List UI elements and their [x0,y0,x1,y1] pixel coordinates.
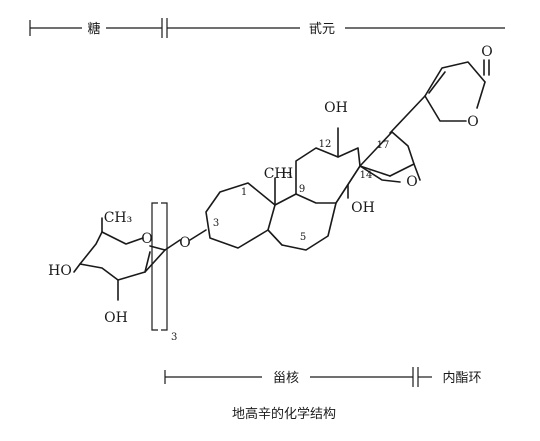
c3-number: 3 [213,218,219,229]
c17-number: 17 [377,140,390,151]
oh-bottom: OH [104,310,128,326]
c1-number: 1 [241,187,247,198]
top-bracket: 糖 甙元 [29,18,505,38]
c14-number: 14 [360,170,373,181]
sugar-ring [73,202,181,331]
epoxy-o-atom: O [406,174,417,190]
c5-number: 5 [300,232,306,243]
lactone-ring: O O [424,44,493,130]
ho-left: HO [48,263,72,279]
ch3-sugar: CH₃ [104,210,133,226]
lactone-ring-label: 内酯环 [442,370,481,386]
aglycone-label: 甙元 [309,22,335,37]
c12-number: 12 [319,139,332,150]
glycosidic-o-atom: O [179,235,190,251]
carbonyl-o-atom: O [481,44,492,60]
sugar-ring-o-atom: O [141,231,152,247]
steroid-core-label: 甾核 [273,371,299,386]
h-18: H [281,166,293,182]
lactone-o-atom: O [467,114,478,130]
sugar-label: 糖 [87,21,100,37]
repeat-subscript: 3 [171,332,177,343]
oh-top: OH [324,100,348,116]
c9-number: 9 [299,184,305,195]
bottom-bracket: 甾核 内酯环 [164,367,482,387]
methyl-group: CH₃ [264,166,293,182]
figure-caption: 地高辛的化学结构 [232,406,336,422]
oh-14: OH [351,200,375,216]
steroid-skeleton [189,95,426,251]
